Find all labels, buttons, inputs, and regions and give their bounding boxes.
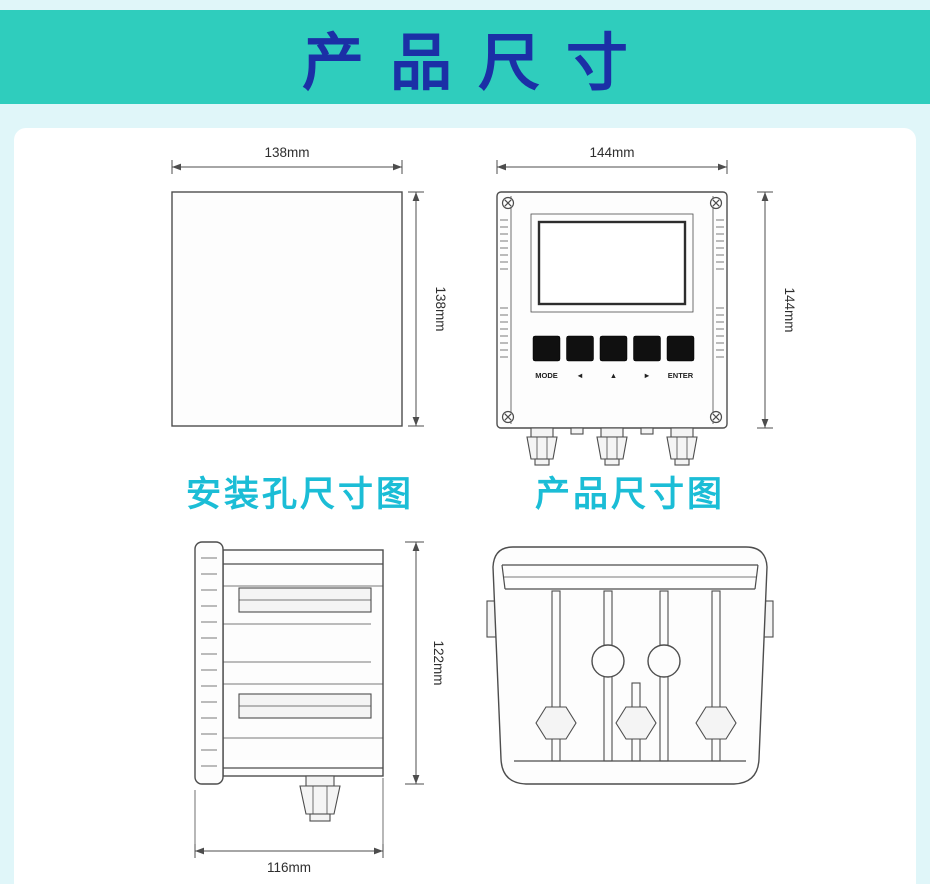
- button-left: [566, 335, 594, 362]
- device-front-view: MODE ◄ ▲ ► ENTER: [496, 191, 728, 466]
- up-arrow-icon: ▲: [610, 371, 617, 380]
- dimension-side-depth: 116mm: [194, 778, 384, 875]
- button-row: [532, 335, 695, 362]
- bottom-tab: [570, 427, 584, 435]
- content-panel: 138mm 138mm 144mm 144mm: [14, 128, 916, 884]
- vent-slots-right: [716, 219, 724, 358]
- dimension-front-height: 144mm: [757, 191, 797, 429]
- product-dimension-caption: 产品尺寸图: [534, 475, 725, 514]
- dimension-mounting-width: 138mm: [171, 145, 403, 174]
- mounting-square: [171, 191, 403, 427]
- device-side-view: [194, 541, 384, 822]
- page-title: 产品尺寸: [301, 29, 654, 98]
- housing-outline: [492, 546, 768, 785]
- banner: 产品尺寸: [0, 10, 930, 104]
- dim-label-mounting-width: 138mm: [264, 145, 309, 160]
- dim-label-side-height: 122mm: [431, 640, 446, 685]
- cable-gland-side: [299, 775, 341, 822]
- front-view-diagram: 144mm 144mm: [496, 145, 797, 466]
- bezel-slats: [201, 557, 217, 767]
- mounting-clamps: [238, 587, 372, 719]
- dim-label-mounting-height: 138mm: [433, 286, 448, 331]
- right-arrow-icon: ►: [643, 371, 650, 380]
- cable-gland-3: [666, 427, 698, 466]
- cable-gland-1: [526, 427, 558, 466]
- dim-label-front-height: 144mm: [782, 287, 797, 332]
- mounting-hole-caption: 安装孔尺寸图: [185, 475, 414, 514]
- cable-gland-2: [596, 427, 628, 466]
- dimension-mounting-height: 138mm: [408, 191, 448, 427]
- gland-nuts: [535, 706, 737, 740]
- gland-hole: [591, 644, 625, 678]
- corner-screws: [501, 196, 723, 424]
- dim-label-front-width: 144mm: [589, 145, 634, 160]
- dimension-side-height: 122mm: [405, 541, 446, 785]
- side-view-diagram: 122mm 116mm: [194, 541, 446, 875]
- bottom-tab: [640, 427, 654, 435]
- vent-slots-left: [500, 219, 508, 358]
- label-mode: MODE: [535, 371, 558, 380]
- label-enter: ENTER: [668, 371, 694, 380]
- button-mode: [532, 335, 561, 362]
- bottom-view-diagram: [486, 546, 774, 785]
- front-bezel-side: [194, 541, 224, 785]
- gland-hole: [647, 644, 681, 678]
- button-enter: [666, 335, 695, 362]
- left-arrow-icon: ◄: [576, 371, 583, 380]
- display-screen: [537, 220, 687, 306]
- device-bottom-view: [486, 546, 774, 785]
- button-labels: MODE ◄ ▲ ► ENTER: [535, 371, 694, 380]
- button-up: [599, 335, 628, 362]
- button-right: [633, 335, 661, 362]
- dim-label-side-depth: 116mm: [267, 860, 311, 875]
- display-frame: [530, 213, 694, 313]
- mounting-hole-diagram: 138mm 138mm: [171, 145, 448, 427]
- dimension-front-width: 144mm: [496, 145, 728, 174]
